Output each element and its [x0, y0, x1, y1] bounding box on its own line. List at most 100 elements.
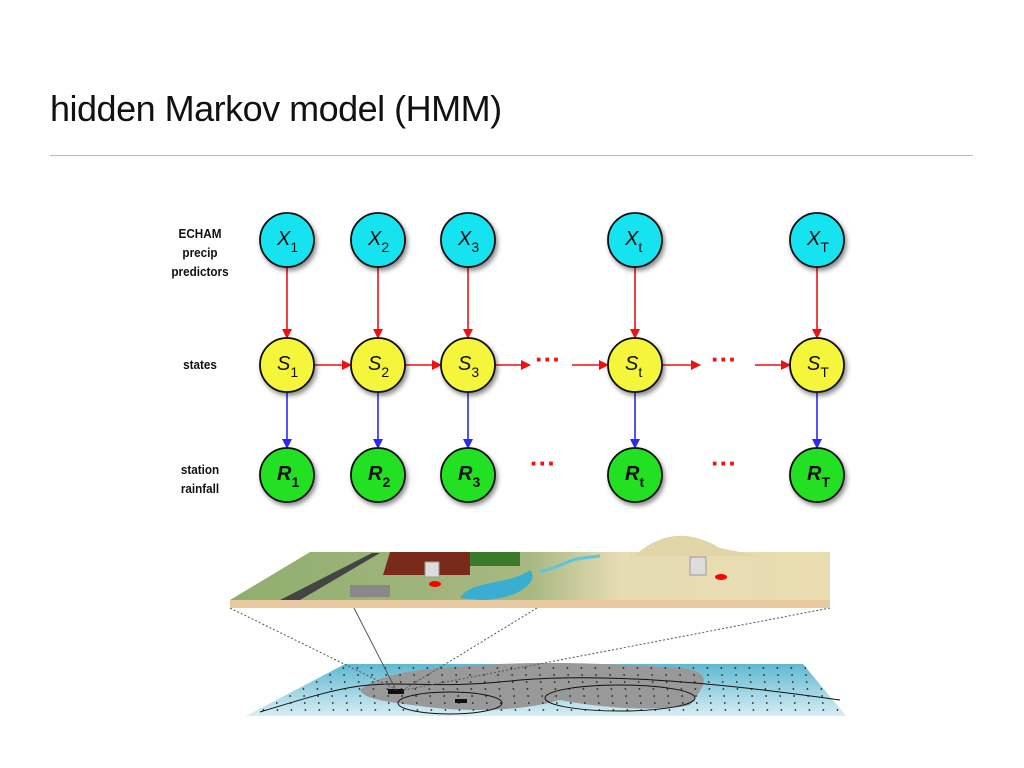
grid-point — [540, 688, 543, 690]
grid-point — [722, 688, 725, 690]
grid-point — [595, 674, 597, 676]
grid-point — [429, 695, 431, 697]
grid-point — [541, 702, 544, 704]
grid-point — [637, 681, 640, 683]
grid-point — [496, 667, 499, 669]
grid-point — [526, 688, 529, 690]
grid-point — [359, 702, 362, 704]
grid-point — [692, 667, 695, 669]
node-subscript: 3 — [472, 474, 480, 490]
grid-point — [527, 695, 529, 697]
node-circle — [789, 447, 845, 503]
grid-point — [398, 667, 401, 669]
grid-point — [693, 681, 696, 683]
grid-point — [836, 709, 839, 711]
grid-point — [765, 695, 767, 697]
grid-point — [482, 667, 485, 669]
grid-point — [370, 667, 373, 669]
grid-point — [707, 674, 709, 676]
grid-point — [709, 702, 712, 704]
grid-point — [708, 688, 711, 690]
grid-point — [696, 709, 699, 711]
grid-point — [472, 709, 475, 711]
node-subscript: 2 — [382, 474, 390, 490]
grid-point — [554, 688, 557, 690]
label-line: precip — [182, 245, 218, 260]
grid-point — [456, 688, 459, 690]
grid-point — [680, 688, 683, 690]
grid-point — [373, 702, 376, 704]
grid-point — [317, 695, 319, 697]
rain-gauge — [689, 556, 707, 576]
node-s-2: S2 — [350, 337, 406, 393]
grid-point — [723, 702, 726, 704]
grid-point — [780, 709, 783, 711]
grid-point — [737, 695, 739, 697]
node-r-t: Rt — [607, 447, 663, 503]
grid-point — [528, 709, 531, 711]
node-subscript: 1 — [291, 474, 299, 490]
grid-point — [413, 681, 416, 683]
ellipsis-markers: ··· ··· ··· ··· — [530, 344, 737, 478]
grid-point — [581, 674, 583, 676]
grid-point — [749, 681, 752, 683]
grid-point — [609, 674, 611, 676]
grid-point — [807, 702, 810, 704]
grid-point — [611, 702, 614, 704]
grid-point — [748, 667, 751, 669]
grid-point — [651, 681, 654, 683]
grid-point — [427, 681, 430, 683]
grid-point — [514, 709, 517, 711]
rain-gauge — [424, 561, 440, 578]
landscape-illustration — [229, 535, 846, 716]
isobar — [544, 684, 696, 712]
grid-point — [399, 674, 401, 676]
grid-point — [386, 688, 389, 690]
node-circle — [789, 212, 845, 268]
node-subscript: 1 — [290, 364, 298, 380]
grid-point — [763, 674, 765, 676]
node-subscript: T — [820, 239, 829, 255]
grid-points — [262, 667, 839, 711]
grid-point — [345, 702, 348, 704]
grid-point — [625, 695, 627, 697]
grid-point — [679, 674, 681, 676]
node-circle — [789, 337, 845, 393]
grid-point — [412, 667, 415, 669]
grid-point — [553, 681, 556, 683]
grid-point — [793, 702, 796, 704]
grid-point — [541, 695, 543, 697]
grid-point — [611, 695, 613, 697]
grid-point — [666, 688, 669, 690]
node-circle — [350, 212, 406, 268]
grid-point — [426, 667, 429, 669]
grid-point — [804, 667, 807, 669]
grid-point — [371, 681, 374, 683]
grid-point — [331, 702, 334, 704]
label-line: ECHAM — [178, 226, 222, 241]
grid-point — [385, 681, 388, 683]
grid-point — [525, 674, 527, 676]
australia-landmass — [360, 662, 704, 710]
grid-point — [720, 667, 723, 669]
node-subscript: T — [821, 474, 830, 490]
grid-point — [724, 709, 727, 711]
grid-point — [570, 709, 573, 711]
grid-point — [512, 688, 515, 690]
grid-point — [751, 695, 753, 697]
grid-point — [805, 674, 807, 676]
grid-point — [470, 688, 473, 690]
grid-point — [651, 674, 653, 676]
grid-point — [710, 709, 713, 711]
node-circle — [440, 337, 496, 393]
grid-point — [346, 709, 349, 711]
grid-point — [581, 681, 584, 683]
grid-point — [555, 702, 558, 704]
land-panel-edge — [230, 600, 830, 608]
node-circle — [350, 337, 406, 393]
grid-point — [610, 688, 613, 690]
grid-point — [682, 709, 685, 711]
grid-point — [302, 688, 305, 690]
grid-point — [359, 695, 361, 697]
